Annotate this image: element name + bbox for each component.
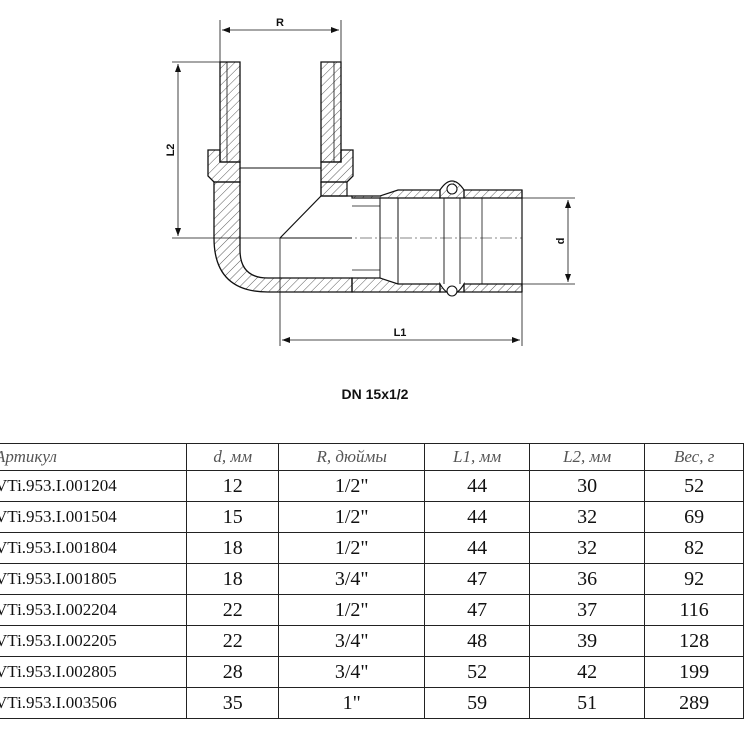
cell-d: 22 — [186, 594, 280, 626]
cell-weight: 92 — [644, 563, 744, 595]
table-row: VTi.953.I.003506 35 1" 59 51 289 — [0, 687, 744, 719]
dim-d-label: d — [555, 238, 567, 245]
dim-l2-label: L2 — [165, 144, 177, 157]
thread-wall-left — [219, 61, 241, 163]
cell-d: 18 — [186, 563, 280, 595]
table-row: VTi.953.I.002204 22 1/2" 47 37 116 — [0, 594, 744, 626]
cell-l1: 44 — [424, 501, 530, 533]
cell-d: 28 — [186, 656, 280, 688]
cell-l2: 30 — [528, 470, 646, 502]
cell-article: VTi.953.I.001204 — [0, 470, 188, 502]
drawing-caption: DN 15x1/2 — [341, 386, 409, 402]
cell-weight: 69 — [644, 501, 744, 533]
header-l2: L2, мм — [528, 443, 646, 471]
cell-l1: 52 — [424, 656, 530, 688]
cell-l1: 48 — [424, 625, 530, 657]
header-article: Артикул — [0, 443, 188, 471]
cell-l2: 32 — [528, 501, 646, 533]
cell-r: 3/4" — [278, 563, 426, 595]
cell-l2: 36 — [528, 563, 646, 595]
cell-r: 1/2" — [278, 594, 426, 626]
cell-r: 1/2" — [278, 501, 426, 533]
cell-r: 1" — [278, 687, 426, 719]
cell-article: VTi.953.I.001805 — [0, 563, 188, 595]
cell-r: 3/4" — [278, 656, 426, 688]
cell-l1: 44 — [424, 532, 530, 564]
fitting-drawing: R L2 L1 d — [165, 17, 575, 346]
table-row: VTi.953.I.001804 18 1/2" 44 32 82 — [0, 532, 744, 564]
table-row: VTi.953.I.001805 18 3/4" 47 36 92 — [0, 563, 744, 595]
cell-r: 3/4" — [278, 625, 426, 657]
cell-weight: 199 — [644, 656, 744, 688]
cell-l1: 44 — [424, 470, 530, 502]
cell-weight: 52 — [644, 470, 744, 502]
cell-l2: 32 — [528, 532, 646, 564]
dimension-l2: L2 — [165, 61, 280, 239]
dimension-r: R — [219, 17, 342, 62]
header-l1: L1, мм — [424, 443, 530, 471]
cell-article: VTi.953.I.002205 — [0, 625, 188, 657]
dimension-l1: L1 — [279, 238, 523, 346]
cell-article: VTi.953.I.001504 — [0, 501, 188, 533]
cell-d: 35 — [186, 687, 280, 719]
dim-l1-label: L1 — [394, 327, 407, 339]
cell-weight: 82 — [644, 532, 744, 564]
cell-article: VTi.953.I.002805 — [0, 656, 188, 688]
table-row: VTi.953.I.002205 22 3/4" 48 39 128 — [0, 625, 744, 657]
cell-d: 15 — [186, 501, 280, 533]
dim-r-label: R — [276, 17, 284, 29]
header-r: R, дюймы — [278, 443, 426, 471]
cell-article: VTi.953.I.001804 — [0, 532, 188, 564]
cell-r: 1/2" — [278, 532, 426, 564]
cell-l2: 39 — [528, 625, 646, 657]
header-weight: Вес, г — [644, 443, 744, 471]
header-d: d, мм — [186, 443, 280, 471]
dimension-d: d — [522, 197, 575, 285]
cell-l1: 59 — [424, 687, 530, 719]
cell-l1: 47 — [424, 563, 530, 595]
cell-weight: 289 — [644, 687, 744, 719]
table-row: VTi.953.I.001204 12 1/2" 44 30 52 — [0, 470, 744, 502]
cell-article: VTi.953.I.003506 — [0, 687, 188, 719]
thread-wall-right — [320, 61, 342, 163]
table-row: VTi.953.I.002805 28 3/4" 52 42 199 — [0, 656, 744, 688]
table-row: VTi.953.I.001504 15 1/2" 44 32 69 — [0, 501, 744, 533]
cell-d: 12 — [186, 470, 280, 502]
cell-l2: 37 — [528, 594, 646, 626]
hex-collar — [207, 149, 354, 183]
spec-table: Артикул d, мм R, дюймы L1, мм L2, мм Вес… — [0, 443, 744, 719]
cell-article: VTi.953.I.002204 — [0, 594, 188, 626]
cell-weight: 128 — [644, 625, 744, 657]
cell-weight: 116 — [644, 594, 744, 626]
cell-l1: 47 — [424, 594, 530, 626]
elbow-body — [213, 181, 353, 293]
table-header-row: Артикул d, мм R, дюймы L1, мм L2, мм Вес… — [0, 443, 744, 471]
cell-d: 22 — [186, 625, 280, 657]
cell-d: 18 — [186, 532, 280, 564]
cell-l2: 42 — [528, 656, 646, 688]
cell-l2: 51 — [528, 687, 646, 719]
cell-r: 1/2" — [278, 470, 426, 502]
press-sleeve — [351, 180, 523, 297]
